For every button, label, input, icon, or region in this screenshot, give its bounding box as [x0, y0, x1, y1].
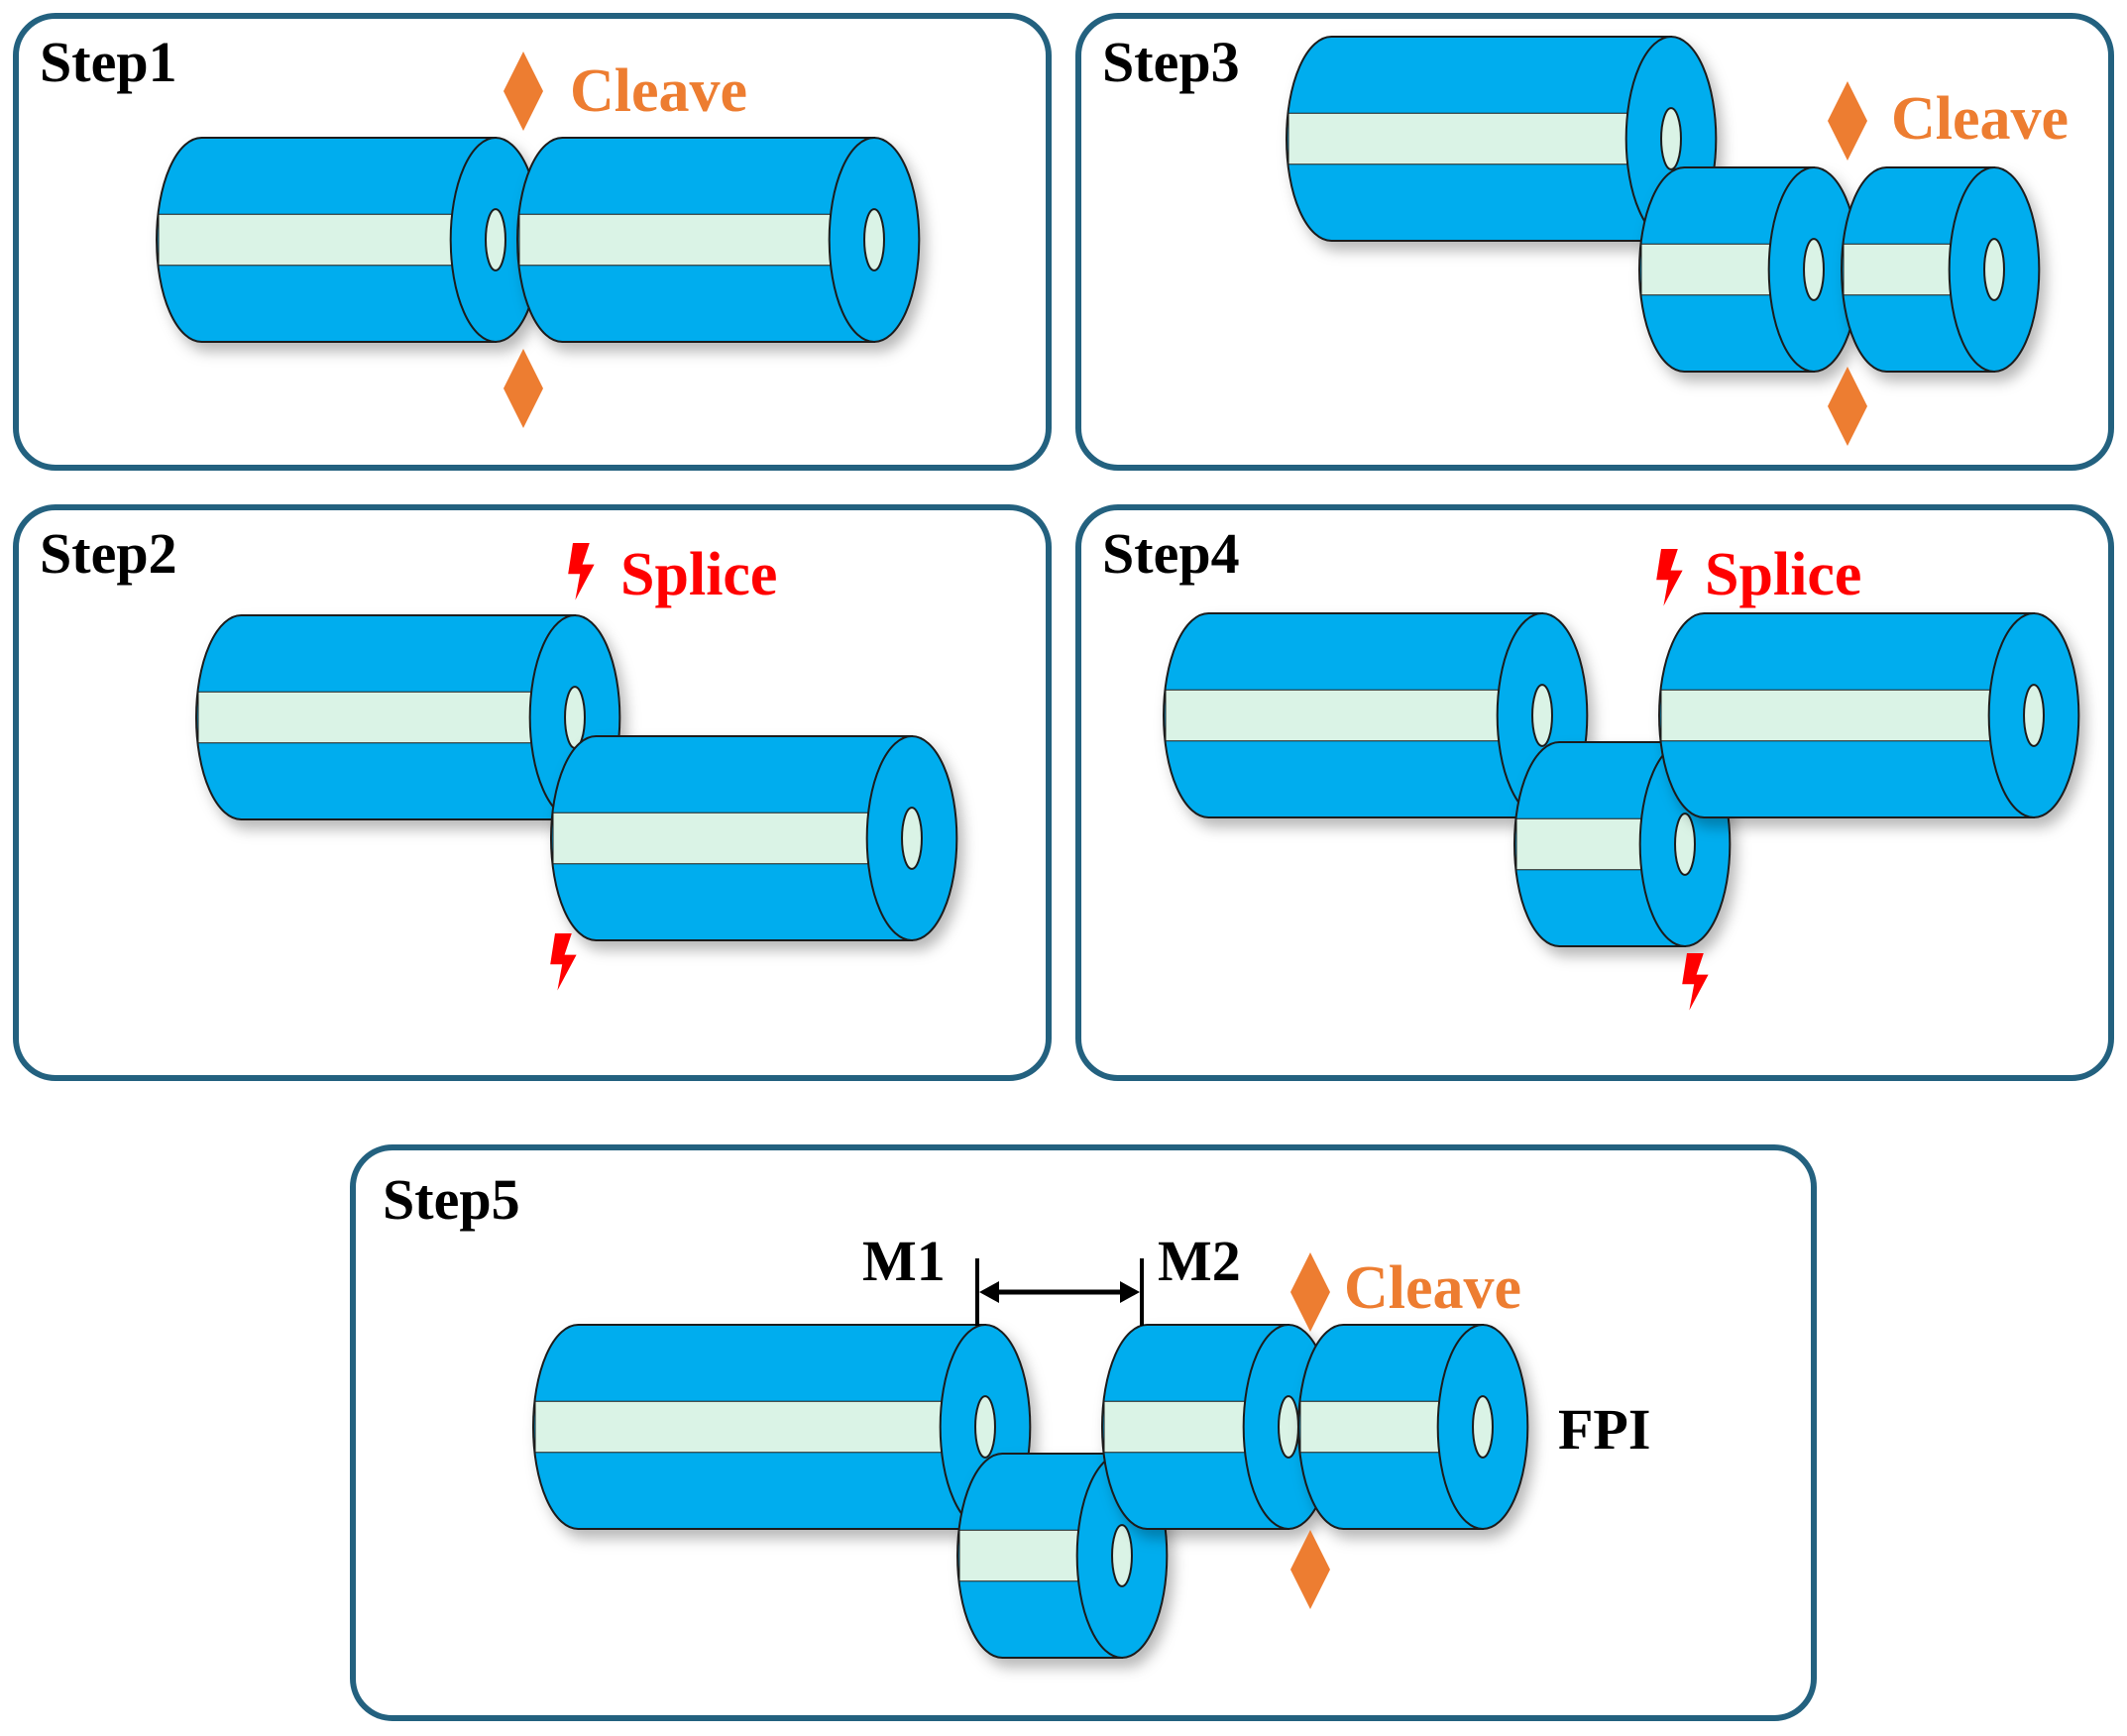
cleave-label: Cleave — [1344, 1254, 1521, 1322]
fiber-group — [1286, 36, 2041, 373]
fiber-segment — [1297, 1324, 1529, 1530]
fiber-core — [552, 812, 913, 865]
fiber-segment — [1286, 36, 1718, 242]
cavity-length-marker — [975, 1258, 1144, 1326]
fiber-core-face — [1531, 684, 1553, 747]
fiber-group — [156, 137, 921, 343]
diamond-icon — [504, 52, 543, 131]
fiber-core-face — [1983, 238, 2005, 301]
fiber-segment — [532, 1324, 1032, 1530]
fiber-core — [518, 213, 875, 267]
fiber-core-face — [863, 208, 885, 271]
diamond-icon — [1828, 367, 1867, 446]
panel-frame — [350, 1144, 1817, 1721]
lightning-bolt-icon — [1682, 953, 1709, 1011]
fiber-segment — [1841, 166, 2041, 373]
splice-label: Splice — [1705, 541, 1861, 608]
fiber-core — [534, 1400, 986, 1454]
fiber-core-face — [1472, 1395, 1494, 1459]
panel-step5: Step5 Cleave M1 M2 FPI — [350, 1144, 1817, 1721]
fiber-group — [1163, 612, 2080, 947]
fiber-group — [195, 614, 958, 941]
arrow-head-left — [979, 1281, 999, 1303]
fpi-label: FPI — [1558, 1397, 1650, 1462]
fiber-core-face — [1674, 813, 1696, 876]
fiber-core-face — [901, 807, 923, 870]
fiber-core-face — [974, 1395, 996, 1459]
fiber-segment — [156, 137, 542, 343]
fiber-segment — [550, 735, 958, 941]
fiber-core — [197, 691, 576, 744]
fiber-core — [1287, 112, 1672, 165]
fiber-core-face — [1803, 238, 1825, 301]
lightning-bolt-icon — [1656, 549, 1683, 606]
fiber-core — [1660, 689, 2035, 742]
fiber-core — [158, 213, 497, 267]
fiber-core-face — [485, 208, 506, 271]
fiber-segment — [195, 614, 621, 820]
panel-step4: Step4 Splice — [1075, 504, 2114, 1081]
mirror-m1-label: M1 — [862, 1229, 946, 1293]
fiber-segment — [1638, 166, 1860, 373]
diamond-icon — [1828, 81, 1867, 161]
fiber-segment — [516, 137, 921, 343]
marker-layer — [504, 52, 1867, 1609]
fiber-core-face — [1278, 1395, 1299, 1459]
arrow-head-right — [1120, 1281, 1140, 1303]
panel-title: Step1 — [40, 30, 177, 94]
fiber-group — [532, 1324, 1529, 1659]
fiber-segment — [956, 1453, 1169, 1659]
panel-title: Step2 — [40, 521, 177, 586]
lightning-bolt-icon — [568, 543, 595, 600]
lightning-bolt-icon — [550, 933, 577, 991]
panel-title: Step5 — [383, 1167, 520, 1232]
panel-title: Step3 — [1102, 30, 1240, 94]
mirror-m2-label: M2 — [1158, 1229, 1241, 1293]
fiber-core — [1165, 689, 1543, 742]
diamond-icon — [1290, 1252, 1330, 1332]
panel-step2: Step2 Splice — [13, 504, 1052, 1081]
diamond-icon — [1290, 1530, 1330, 1609]
cleave-label: Cleave — [1891, 85, 2069, 153]
panel-title: Step4 — [1102, 521, 1240, 586]
fiber-segment — [1658, 612, 2080, 818]
fiber-core-face — [564, 686, 586, 749]
cleave-label: Cleave — [570, 57, 747, 125]
panel-step1: Step1 Cleave — [13, 13, 1052, 471]
fiber-segment — [1163, 612, 1589, 818]
panel-step3: Step3 Cleave — [1075, 13, 2114, 471]
fiber-core-face — [1660, 107, 1682, 170]
splice-label: Splice — [620, 541, 777, 608]
diamond-icon — [504, 349, 543, 428]
fiber-core-face — [2023, 684, 2045, 747]
fiber-core-face — [1111, 1524, 1133, 1587]
